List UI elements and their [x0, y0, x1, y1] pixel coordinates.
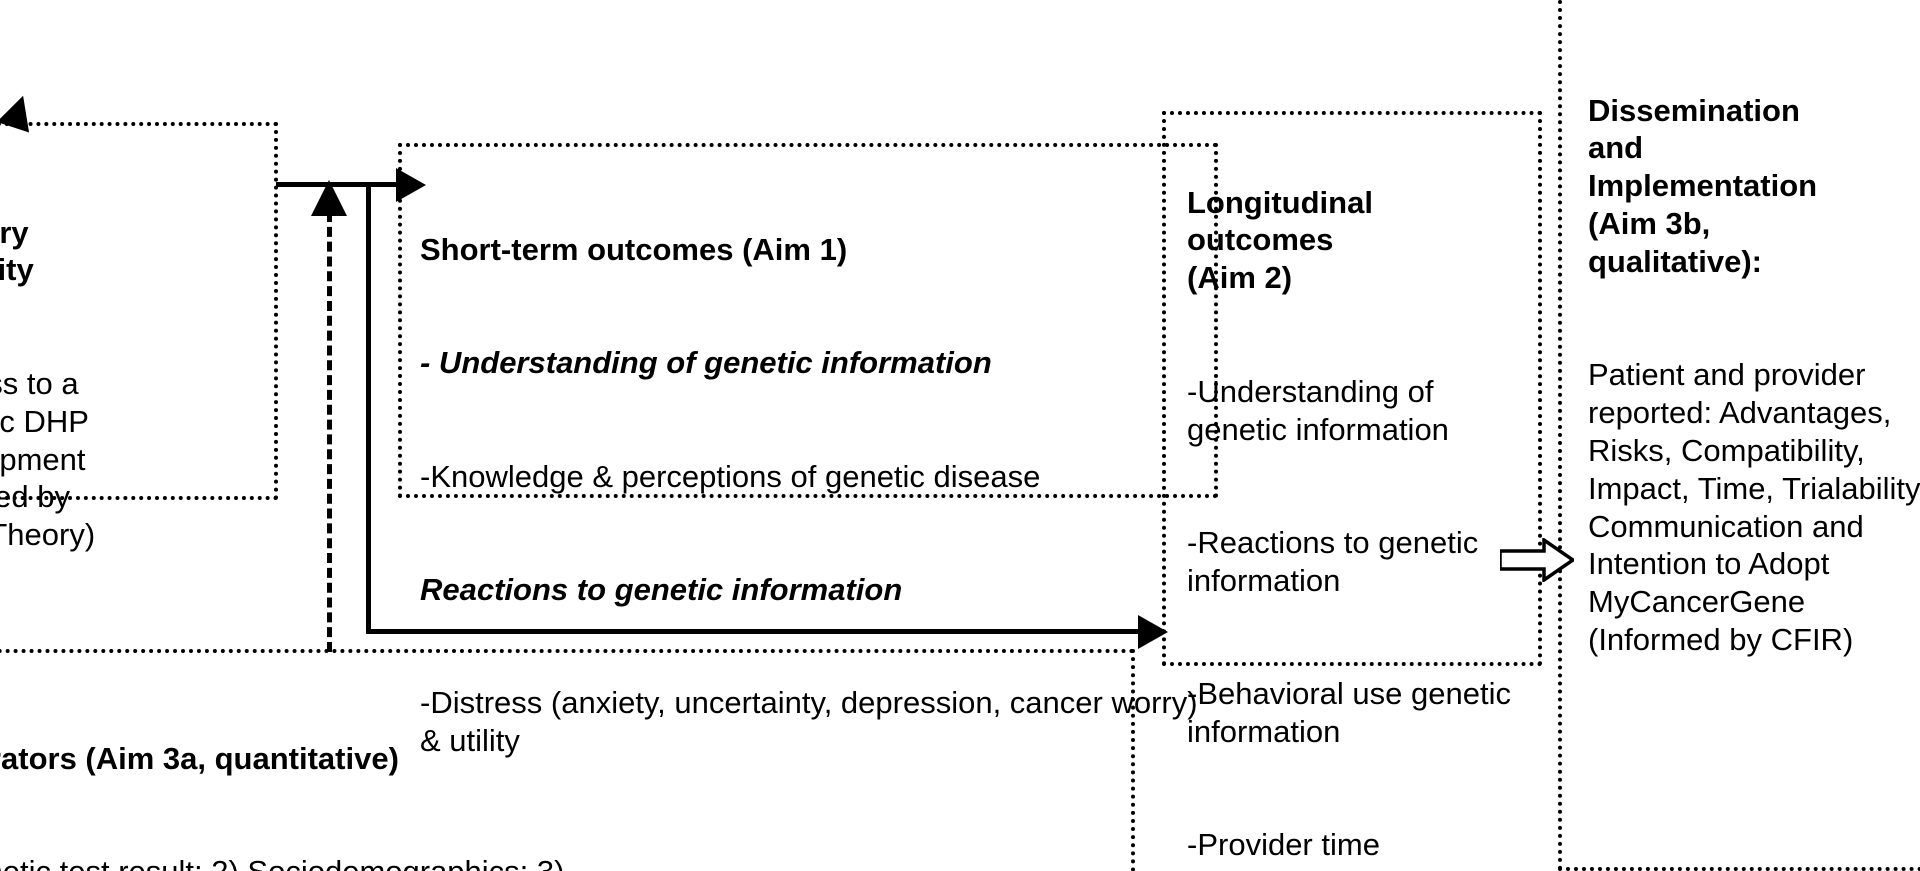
moderators-box: [0, 649, 1135, 871]
moderators-to-shortterm-arrow-head-icon: [311, 180, 347, 216]
delivery-modality-heading: Delivery Modality: [0, 214, 34, 288]
longitudinal-heading: Longitudinal outcomes (Aim 2): [1187, 184, 1373, 296]
dissemination-heading: Dissemination and Implementation (Aim 3b…: [1588, 92, 1818, 279]
moderators-heading: Moderators (Aim 3a, quantitative): [0, 740, 399, 776]
dissemination-body: Patient and provider reported: Advantage…: [1588, 357, 1920, 657]
short-term-subhead-2: Reactions to genetic information: [420, 571, 903, 607]
longitudinal-to-dissemination-hollow-arrow-icon: [1500, 538, 1574, 582]
dissemination-implementation-content: Dissemination and Implementation (Aim 3b…: [1588, 16, 1920, 734]
delivery-modality-content: Delivery Modality (Access to a Genetic D…: [0, 138, 208, 630]
short-term-outcomes-content: Short-term outcomes (Aim 1) - Understand…: [420, 155, 1210, 836]
longitudinal-outcomes-box: [1162, 111, 1542, 666]
delivery-to-longitudinal-horizontal-line: [366, 629, 1164, 634]
delivery-to-shortterm-arrow-head-icon: [396, 168, 426, 202]
short-term-item-1: -Knowledge & perceptions of genetic dise…: [420, 458, 1041, 494]
short-term-subhead-1: - Understanding of genetic information: [420, 345, 992, 381]
delivery-to-longitudinal-arrow-head-icon: [1138, 615, 1168, 649]
longitudinal-item: -Provider time: [1187, 827, 1380, 863]
short-term-outcomes-box: [398, 143, 1218, 498]
longitudinal-item: -Behavioral use genetic information: [1187, 676, 1520, 749]
longitudinal-item: -Reactions to genetic information: [1187, 524, 1487, 598]
short-term-item-2: -Distress (anxiety, uncertainty, depress…: [420, 685, 1207, 759]
longitudinal-outcomes-content: Longitudinal outcomes (Aim 2) -Understan…: [1187, 108, 1537, 871]
moderators-to-shortterm-dashed-line: [327, 212, 332, 652]
delivery-modality-box: [0, 122, 278, 500]
delivery-modality-body: (Access to a Genetic DHP development inf…: [0, 365, 96, 553]
longitudinal-item: -Understanding of genetic information: [1187, 373, 1449, 447]
moderators-content: Moderators (Aim 3a, quantitative) 1) Gen…: [0, 664, 1108, 871]
delivery-to-longitudinal-vertical-line: [366, 182, 371, 634]
short-term-heading: Short-term outcomes (Aim 1): [420, 231, 848, 267]
dissemination-implementation-box: [1558, 0, 1920, 871]
moderators-line-1: 1) Genetic test result; 2) Sociodemograp…: [0, 853, 1108, 871]
